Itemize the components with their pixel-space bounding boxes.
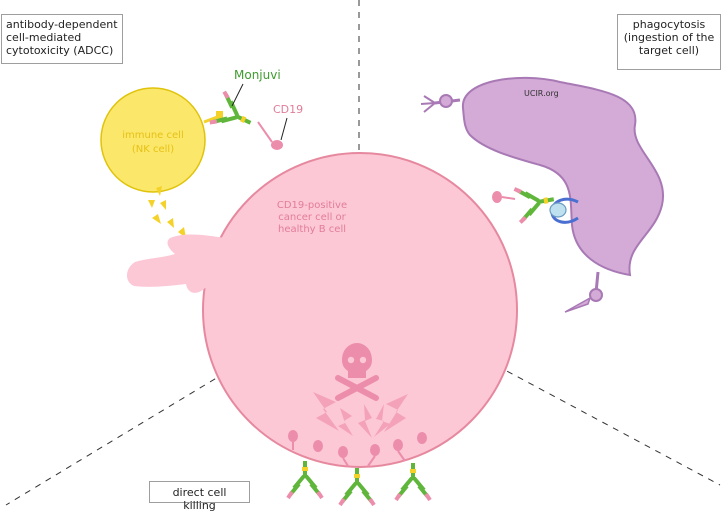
adcc-label-line-1: antibody-dependent xyxy=(6,18,118,31)
target-cell-label-2: cancer cell or xyxy=(278,212,346,223)
direct-killing-label-box: direct cell killing xyxy=(149,481,250,512)
nk-cell-label-1: immune cell xyxy=(122,130,183,141)
antigen-label: CD19 xyxy=(273,103,303,116)
macrophage: UCIR.org xyxy=(420,76,665,313)
nk-cell: immune cell (NK cell) xyxy=(100,87,223,193)
target-cell: CD19-positive cancer cell or healthy B c… xyxy=(202,140,518,468)
phagocytosis-label-line-2: (ingestion of the xyxy=(623,31,715,44)
adcc-label-line-3: cytotoxicity (ADCC) xyxy=(6,44,114,57)
skull-crossbones-icon xyxy=(335,343,379,401)
phagocytosis-label-line-1: phagocytosis xyxy=(632,18,706,31)
watermark-text: UCIR.org xyxy=(524,89,559,98)
membrane-blob xyxy=(126,234,248,293)
divider-right xyxy=(358,291,721,486)
antibody-cluster-bottom xyxy=(286,430,432,507)
adcc-antibody xyxy=(207,89,273,143)
target-cell-label-1: CD19-positive xyxy=(277,200,347,211)
antibody-pointer xyxy=(231,83,244,107)
direct-killing-label: direct cell killing xyxy=(172,486,227,512)
antigen-pointer xyxy=(280,117,288,141)
adcc-label-line-2: cell-mediated xyxy=(6,31,82,44)
lightning-icon xyxy=(313,392,408,438)
divider-left xyxy=(5,291,360,506)
target-cell-label-3: healthy B cell xyxy=(278,224,346,235)
antibody-label: Monjuvi xyxy=(234,68,281,82)
nk-cell-label-2: (NK cell) xyxy=(132,144,174,155)
adcc-label-box: antibody-dependent cell-mediated cytotox… xyxy=(1,14,123,64)
phagocytosis-antibody xyxy=(501,180,559,225)
phagocytosis-label-line-3: target cell) xyxy=(638,44,700,57)
phagocytosis-label-box: phagocytosis (ingestion of the target ce… xyxy=(617,14,721,70)
